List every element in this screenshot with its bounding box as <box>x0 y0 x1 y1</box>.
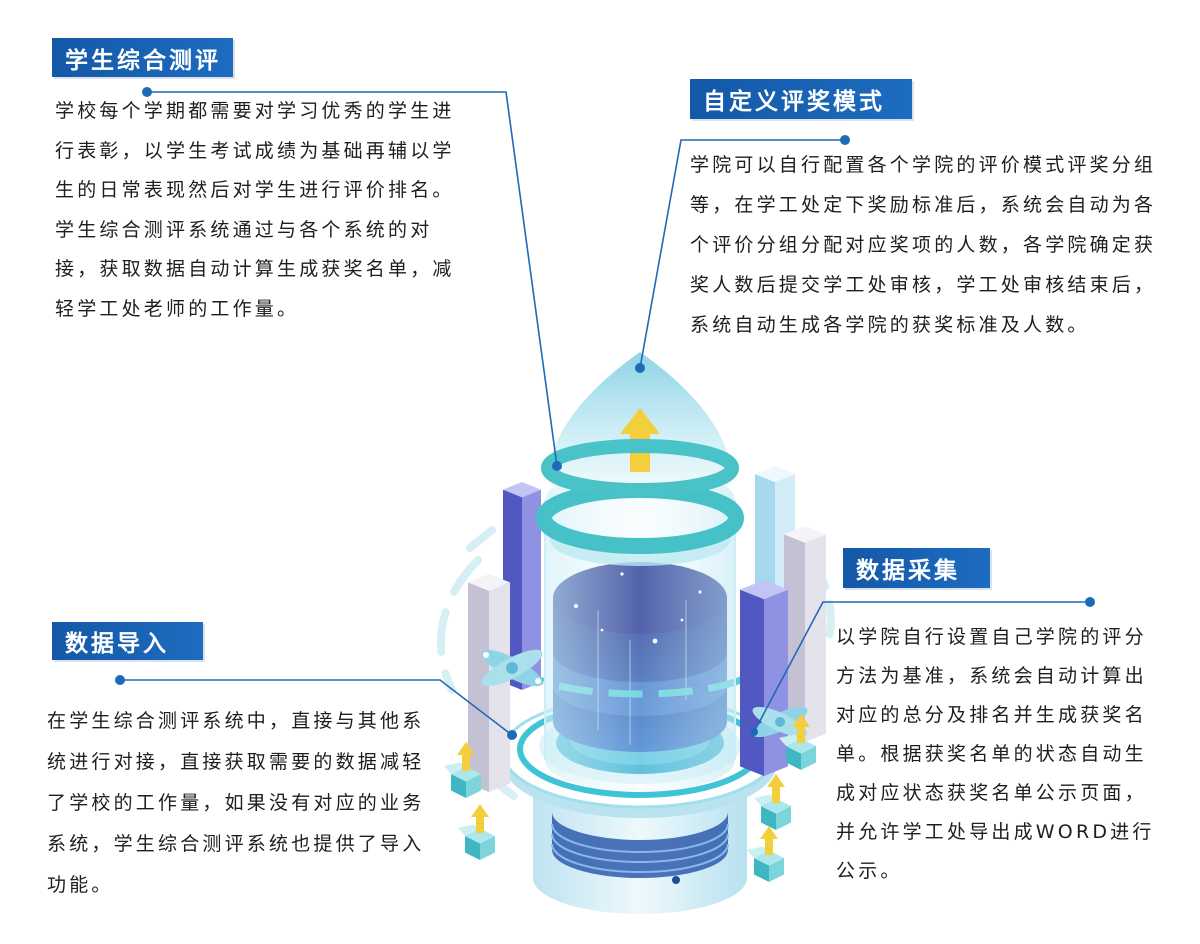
bar-face-right <box>489 582 510 792</box>
box-face-left <box>465 836 480 860</box>
box-face-right <box>776 806 791 830</box>
bar-face-top <box>755 466 795 482</box>
evaluation-text-line: 生的日常表现然后对学生进行评价排名。 <box>55 179 455 202</box>
connector-custom-award <box>639 139 845 369</box>
bar-face-right <box>522 489 541 690</box>
data-collection-title: 数据采集 <box>843 548 990 588</box>
data-collection-text-line: 方法为基准，系统会自动计算出 <box>836 665 1147 687</box>
box-face-left <box>786 746 801 770</box>
connector-dots <box>115 87 1095 740</box>
connector-dot <box>142 87 152 97</box>
upload-box-icon <box>458 804 495 860</box>
bar-face-right <box>805 534 826 742</box>
connector-dot <box>635 363 645 373</box>
custom-award-text-line: 个评价分组分配对应奖项的人数，各学院确定获 <box>690 234 1157 256</box>
custom-award-text-line: 系统自动生成各学院的获奖标准及人数。 <box>690 314 1090 336</box>
data-collection-text-line: 公示。 <box>836 860 903 882</box>
propeller-icon <box>481 649 543 687</box>
upload-box-icon <box>444 742 481 798</box>
box-flap <box>458 824 480 836</box>
custom-award-title: 自定义评奖模式 <box>690 79 912 119</box>
bar-column-gray-right <box>784 526 826 742</box>
bar-face-top <box>740 580 788 600</box>
custom-award-description: 学院可以自行配置各个学院的评价模式评奖分组 等，在学工处定下奖励标准后，系统会自… <box>690 145 1156 345</box>
box-flap <box>444 762 466 774</box>
box-face-left <box>761 806 776 830</box>
up-arrow-icon <box>767 774 785 803</box>
evaluation-text-line: 接，获取数据自动计算生成获奖名单，减 <box>55 258 455 281</box>
bar-face-left <box>468 582 489 792</box>
data-import-text-line: 统进行对接，直接获取需要的数据减轻 <box>47 751 425 773</box>
rocket-icon <box>536 352 744 566</box>
evaluation-text-line: 轻学工处老师的工作量。 <box>55 297 300 320</box>
bar-face-top <box>468 574 510 591</box>
glass-shell <box>544 468 736 792</box>
custom-award-text-line: 等，在学工处定下奖励标准后，系统会自动为各 <box>690 194 1157 216</box>
box-face-right <box>480 836 495 860</box>
connectors <box>120 91 1090 736</box>
custom-award-text-line: 学院可以自行配置各个学院的评价模式评奖分组 <box>690 154 1157 176</box>
bar-column-gray-left <box>468 574 510 792</box>
up-arrow-icon <box>792 714 810 743</box>
connector-evaluation <box>147 91 558 467</box>
box-face-left <box>754 858 769 882</box>
connector-data-collection <box>753 601 1090 733</box>
up-arrow-icon <box>760 826 778 855</box>
upload-box-icon <box>754 774 791 830</box>
data-import-text-line: 功能。 <box>47 874 114 896</box>
evaluation-description: 学校每个学期都需要对学习优秀的学生进 行表彰，以学生考试成绩为基础再辅以学 生的… <box>55 92 455 330</box>
connector-data-import <box>120 679 513 736</box>
data-collection-text-line: 单。根据获奖名单的状态自动生 <box>836 743 1147 765</box>
connector-dot <box>552 461 562 471</box>
box-flap <box>747 846 769 858</box>
connector-dot <box>115 675 125 685</box>
custom-award-text-line: 奖人数后提交学工处审核，学工处审核结束后， <box>690 274 1157 296</box>
data-import-text-line: 系统，学生综合测评系统也提供了导入 <box>47 833 425 855</box>
bar-face-left <box>740 589 764 776</box>
upload-box-icon <box>779 714 816 770</box>
data-collection-text-line: 并允许学工处导出成WORD进行 <box>836 821 1155 843</box>
box-flap <box>754 794 776 806</box>
box-flap <box>779 734 801 746</box>
bar-face-right <box>764 589 788 776</box>
propeller-icon <box>752 706 808 738</box>
data-collection-text-line: 以学院自行设置自己学院的评分 <box>836 626 1147 648</box>
data-import-title: 数据导入 <box>52 622 203 660</box>
data-import-description: 在学生综合测评系统中，直接与其他系 统进行对接，直接获取需要的数据减轻 了学校的… <box>47 701 424 906</box>
upload-box-icon <box>747 826 784 882</box>
bar-face-left <box>784 534 805 742</box>
box-face-right <box>769 858 784 882</box>
bar-face-top <box>784 526 826 543</box>
up-arrow-icon <box>471 804 489 833</box>
evaluation-text-line: 行表彰，以学生考试成绩为基础再辅以学 <box>55 139 455 162</box>
evaluation-title: 学生综合测评 <box>52 38 233 77</box>
box-face-right <box>466 774 481 798</box>
connector-dot <box>507 730 517 740</box>
connector-dot <box>840 135 850 145</box>
connector-dot <box>750 728 758 736</box>
data-import-text-line: 了学校的工作量，如果没有对应的业务 <box>47 792 425 814</box>
evaluation-text-line: 学校每个学期都需要对学习优秀的学生进 <box>55 100 455 122</box>
data-collection-text-line: 成对应状态获奖名单公示页面， <box>836 782 1147 804</box>
bar-face-top <box>503 482 541 498</box>
connector-dot <box>1085 597 1095 607</box>
bar-column-purple-right <box>740 580 788 776</box>
data-collection-text-line: 对应的总分及排名并生成获奖名 <box>836 704 1147 726</box>
up-arrow-icon <box>457 742 475 771</box>
box-face-left <box>451 774 466 798</box>
upload-boxes <box>444 714 816 882</box>
data-collection-description: 以学院自行设置自己学院的评分 方法为基准，系统会自动计算出 对应的总分及排名并生… <box>836 618 1155 891</box>
box-face-right <box>801 746 816 770</box>
data-import-text-line: 在学生综合测评系统中，直接与其他系 <box>47 710 425 732</box>
evaluation-text-line: 学生综合测评系统通过与各个系统的对 <box>55 218 433 241</box>
